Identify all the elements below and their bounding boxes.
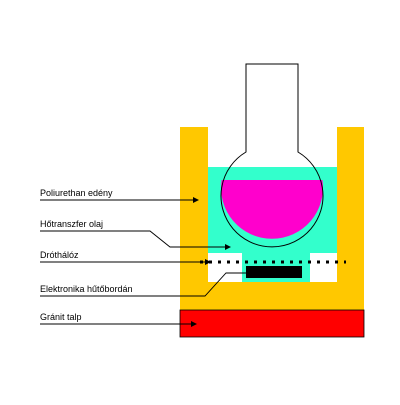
label-base: Gránit talp [40, 312, 82, 322]
leader-oil [40, 230, 231, 250]
label-oil: Hőtranszfer olaj [40, 219, 103, 229]
flask-liquid [221, 180, 323, 239]
leader-heatsink [40, 270, 253, 297]
electronics-heatsink [246, 266, 302, 278]
label-mesh: Dróthálóz [40, 250, 79, 260]
label-heatsink: Elektronika hűtőbordán [40, 284, 133, 294]
polyurethane-vessel [180, 127, 364, 310]
granite-base [179, 309, 365, 338]
round-bottom-flask [220, 63, 324, 248]
label-vessel: Poliurethan edény [40, 188, 113, 198]
